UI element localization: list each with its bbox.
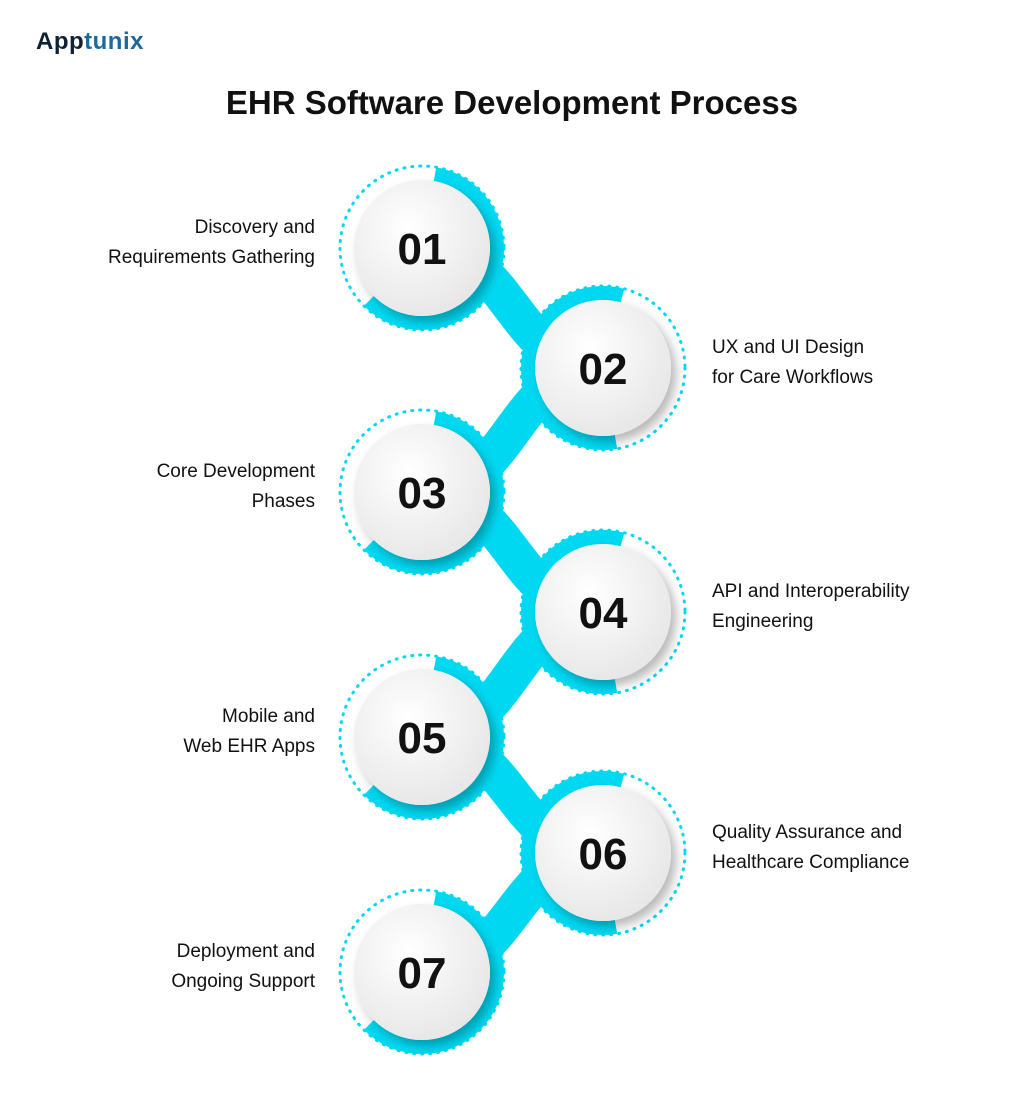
label-line1: Discovery and bbox=[194, 217, 315, 238]
number-disc bbox=[535, 785, 671, 921]
number-disc bbox=[354, 424, 490, 560]
step-node-01: 01 bbox=[338, 164, 506, 332]
label-line1: Mobile and bbox=[222, 706, 315, 727]
step-number: 06 bbox=[579, 830, 628, 879]
step-node-05: 05 bbox=[338, 653, 506, 821]
step-number: 05 bbox=[398, 714, 447, 763]
number-disc bbox=[354, 180, 490, 316]
label-line1: Deployment and bbox=[176, 941, 315, 962]
step-number: 03 bbox=[398, 469, 447, 518]
label-line2: Web EHR Apps bbox=[183, 736, 315, 757]
number-disc bbox=[535, 544, 671, 680]
accent-arc bbox=[340, 165, 504, 330]
accent-arc bbox=[340, 889, 504, 1054]
number-disc bbox=[535, 300, 671, 436]
logo-part2: tunix bbox=[84, 28, 144, 55]
accent-arc bbox=[521, 530, 685, 694]
step-number: 07 bbox=[398, 949, 447, 998]
page-title: EHR Software Development Process bbox=[225, 84, 799, 121]
accent-arc bbox=[521, 771, 685, 935]
label-line1: Core Development bbox=[156, 461, 315, 482]
label-line2: for Care Workflows bbox=[712, 367, 874, 388]
step-node-02: 02 bbox=[519, 284, 687, 452]
step-number: 02 bbox=[579, 345, 628, 394]
step-node-04: 04 bbox=[519, 528, 687, 696]
step-node-07: 07 bbox=[338, 888, 506, 1056]
step-number: 04 bbox=[579, 589, 628, 638]
number-disc bbox=[354, 669, 490, 805]
label-line2: Requirements Gathering bbox=[108, 247, 315, 268]
label-line2: Healthcare Compliance bbox=[712, 852, 910, 873]
accent-arc bbox=[340, 410, 504, 574]
label-line2: Phases bbox=[251, 491, 315, 512]
apptunix-logo: Apptunix bbox=[36, 28, 144, 56]
step-node-06: 06 bbox=[519, 769, 687, 937]
step-node-03: 03 bbox=[338, 408, 506, 576]
accent-arc bbox=[521, 286, 685, 450]
label-line1: Quality Assurance and bbox=[712, 822, 903, 843]
step-number: 01 bbox=[398, 225, 447, 274]
label-line2: Ongoing Support bbox=[171, 971, 315, 992]
logo-part1: App bbox=[36, 28, 85, 55]
step-label-02: UX and UI Design for Care Workflows bbox=[712, 333, 873, 393]
label-line1: UX and UI Design bbox=[712, 337, 865, 358]
number-disc bbox=[354, 904, 490, 1040]
label-line2: Engineering bbox=[712, 611, 814, 632]
accent-arc bbox=[340, 655, 504, 819]
label-line1: API and Interoperability bbox=[712, 581, 910, 602]
